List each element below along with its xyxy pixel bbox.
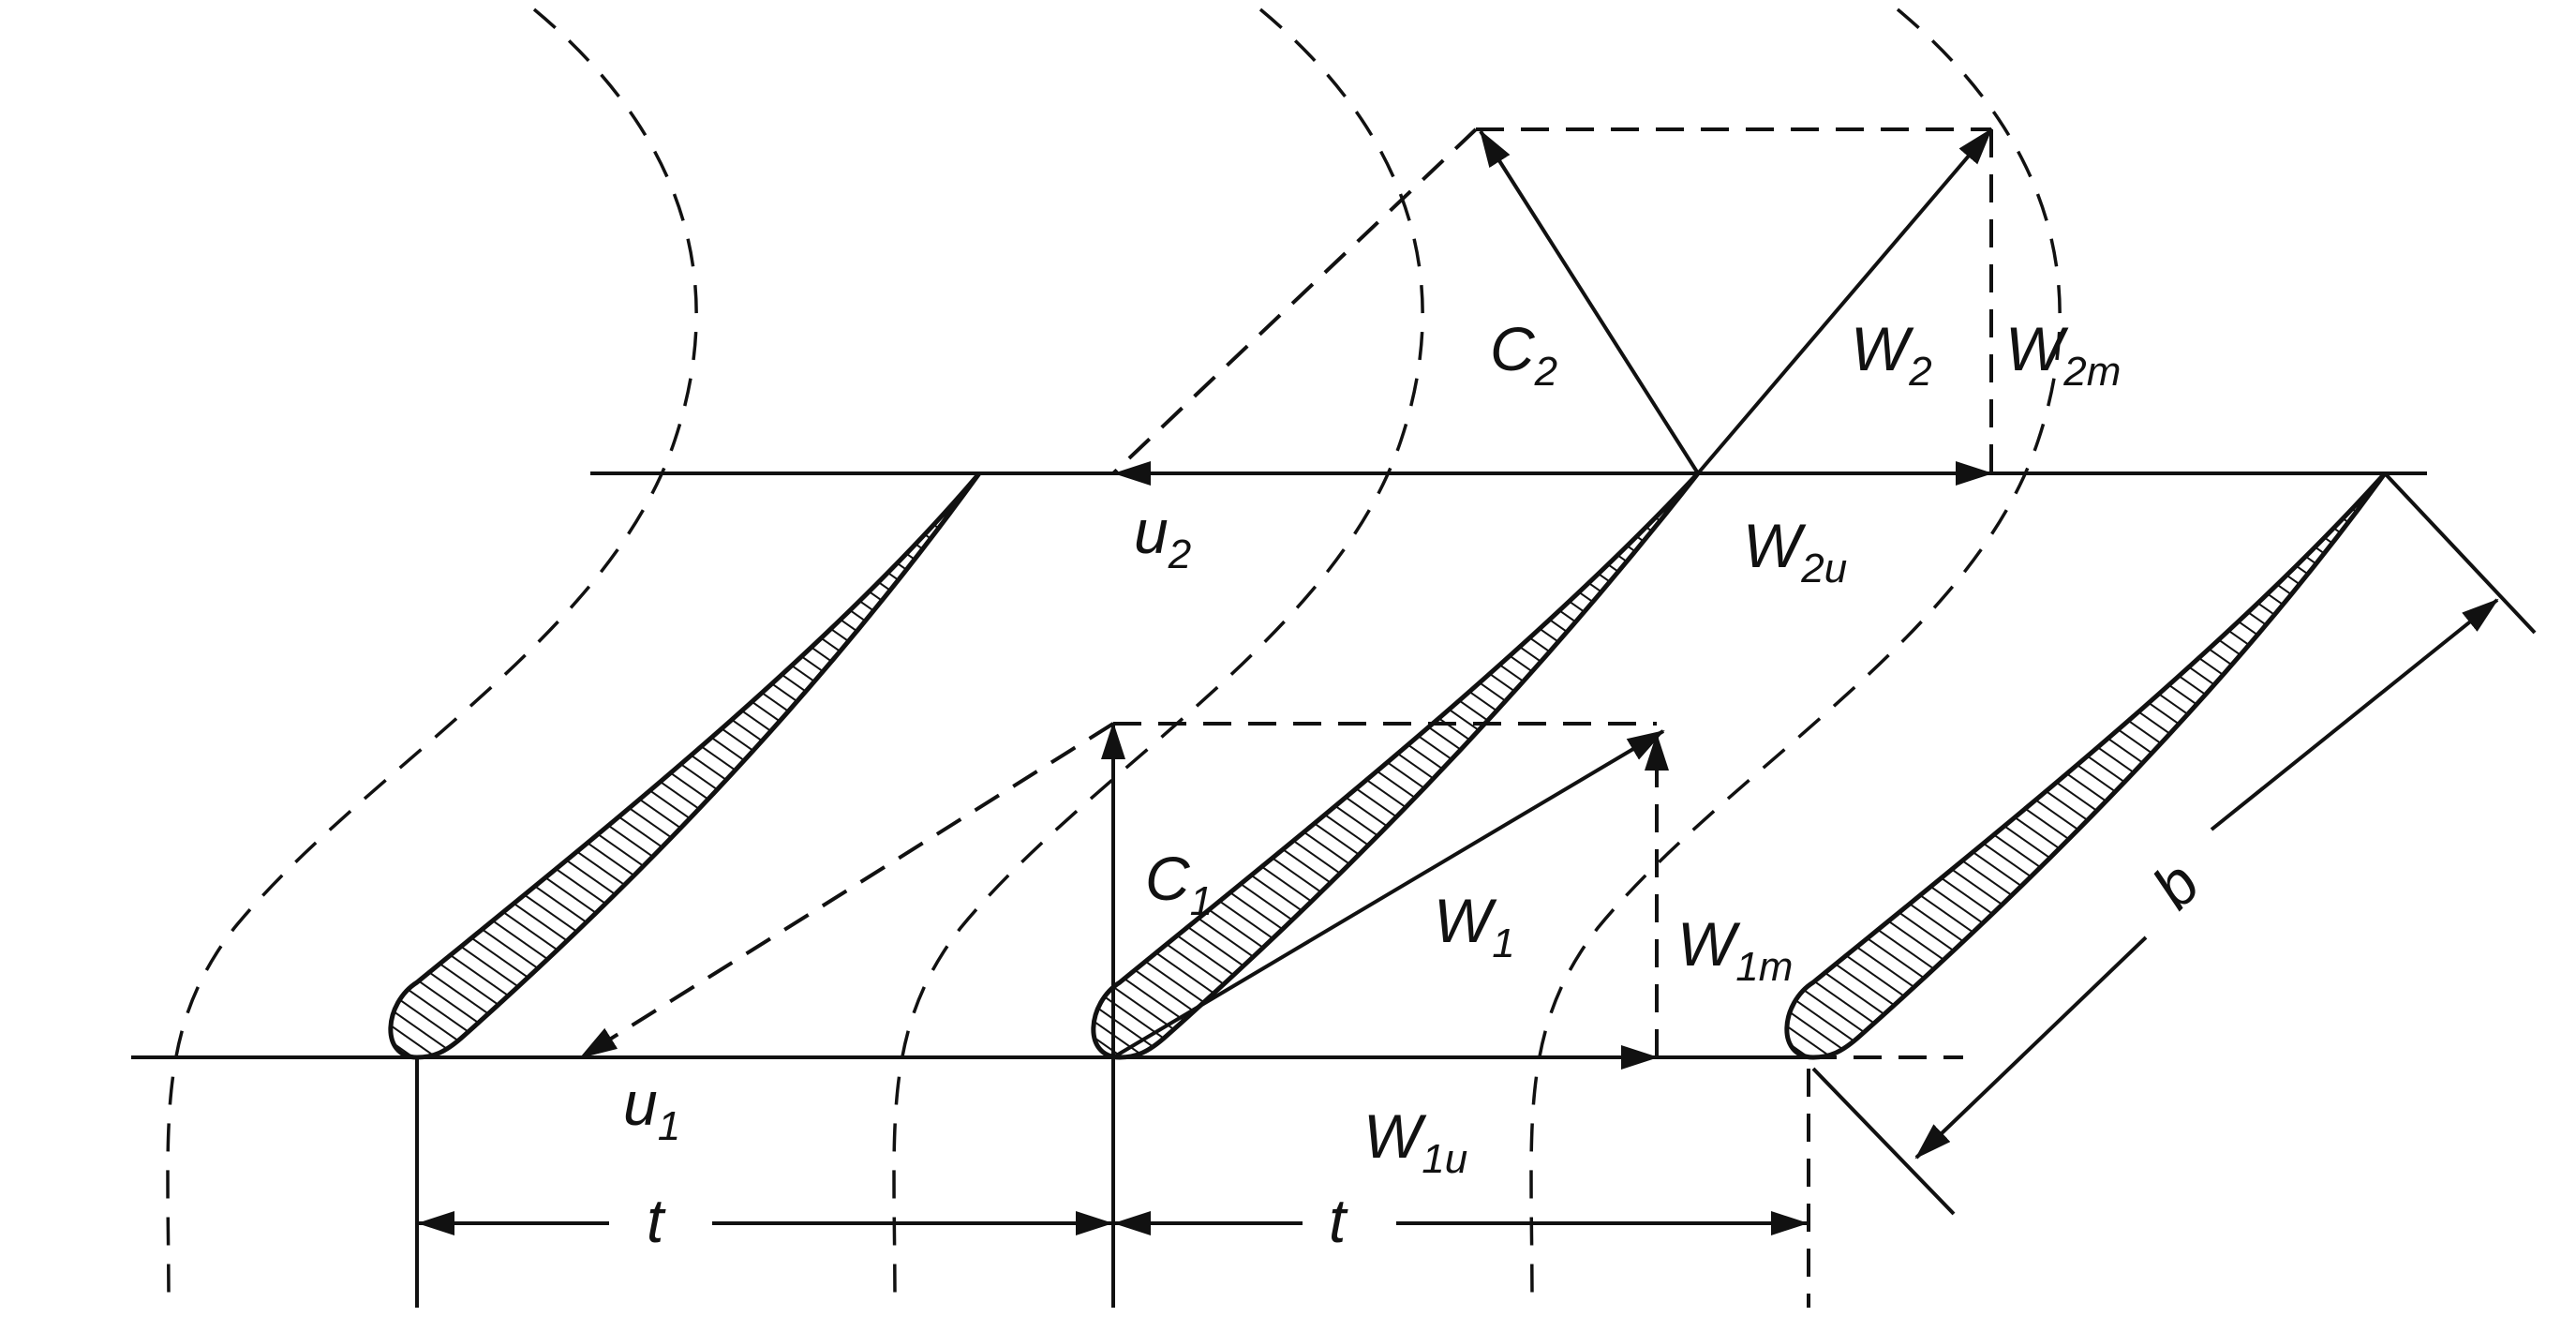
label-t-right: t	[1329, 1186, 1348, 1255]
blade-3	[1784, 471, 2388, 1060]
outlet-diagonal-dashed	[1111, 127, 1478, 475]
blades	[388, 471, 2388, 1060]
w2-arrow	[1696, 127, 1993, 475]
label-c2: C2	[1490, 314, 1557, 395]
label-t-left: t	[647, 1186, 666, 1255]
c2-arrow	[1479, 129, 1700, 475]
label-b: b	[2139, 848, 2212, 921]
label-c1: C1	[1145, 844, 1213, 924]
blade-1	[388, 471, 982, 1060]
chord-arrow-up	[2210, 598, 2499, 831]
chord-dimension	[1811, 471, 2537, 1216]
blade-2	[1091, 471, 1700, 1060]
outlet-velocity-triangle	[1111, 127, 1993, 486]
label-w1m: W1m	[1677, 909, 1793, 990]
inlet-diagonal-dashed	[579, 722, 1115, 1059]
label-w1u: W1u	[1363, 1101, 1467, 1182]
streamline-1	[166, 7, 698, 1304]
streamline-2	[892, 7, 1424, 1304]
pitch-dimensions	[415, 1057, 1810, 1308]
label-w1: W1	[1434, 886, 1515, 966]
label-w2: W2	[1851, 314, 1932, 395]
chord-ext-bottom	[1811, 1067, 1956, 1216]
label-w2u: W2u	[1743, 511, 1847, 591]
label-w2m: W2m	[2005, 314, 2121, 395]
streamlines	[166, 7, 2062, 1304]
label-u2: u2	[1134, 497, 1191, 577]
label-u1: u1	[623, 1069, 680, 1149]
w1-arrow	[1111, 729, 1665, 1059]
chord-ext-top	[2383, 471, 2537, 635]
chord-arrow-down	[1914, 935, 2148, 1160]
inlet-velocity-triangle	[579, 722, 1669, 1070]
streamline-3	[1529, 7, 2062, 1304]
